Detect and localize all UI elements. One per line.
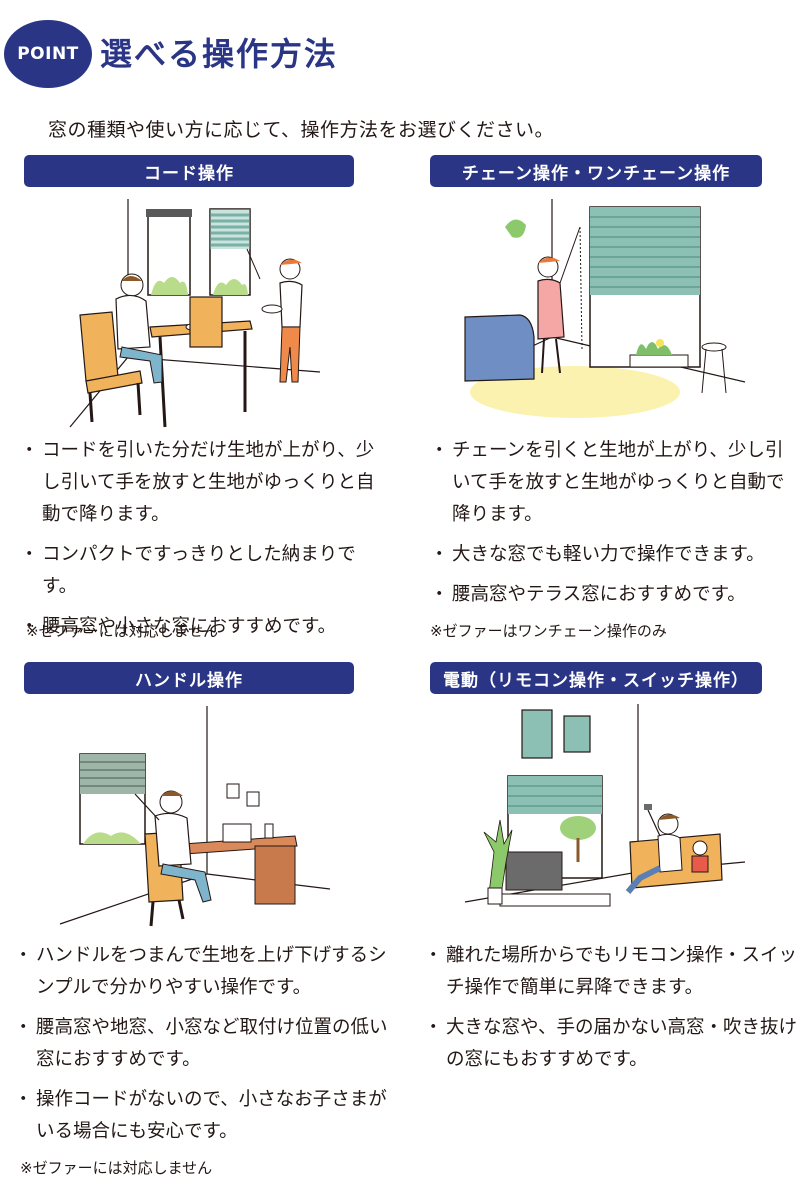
section-header-chain: チェーン操作・ワンチェーン操作 (430, 155, 762, 187)
list-item: 操作コードがないので、小さなお子さまがいる場合にも安心です。 (14, 1084, 390, 1148)
list-item: コンパクトですっきりとした納まりです。 (20, 539, 388, 603)
list-item: 大きな窓でも軽い力で操作できます。 (430, 539, 800, 571)
section-cord: コード操作 (0, 155, 390, 645)
point-badge: POINT (4, 20, 92, 88)
chain-note: ※ゼファーはワンチェーン操作のみ (430, 622, 667, 640)
page-header: POINT 選べる操作方法 (0, 0, 800, 110)
cord-note: ※ゼファーには対応しません (26, 622, 219, 640)
page-title: 選べる操作方法 (100, 35, 339, 73)
chain-operation-illustration (464, 199, 746, 418)
intro-text: 窓の種類や使い方に応じて、操作方法をお選びください。 (48, 119, 555, 141)
handle-bullet-list: ハンドルをつまんで生地を上げ下げするシンプルで分かりやすい操作です。 腰高窓や地… (14, 940, 390, 1156)
section-header-electric: 電動（リモコン操作・スイッチ操作） (430, 662, 762, 694)
list-item: チェーンを引くと生地が上がり、少し引いて手を放すと生地がゆっくりと自動で降ります… (430, 435, 800, 531)
list-item: 腰高窓や地窓、小窓など取付け位置の低い窓におすすめです。 (14, 1012, 390, 1076)
section-chain: チェーン操作・ワンチェーン操作 チェー (410, 155, 800, 645)
list-item: 腰高窓や小さな窓におすすめです。 (20, 611, 388, 643)
list-item: 離れた場所からでもリモコン操作・スイッチ操作で簡単に昇降できます。 (424, 940, 800, 1004)
cord-operation-illustration (69, 199, 321, 428)
list-item: コードを引いた分だけ生地が上がり、少し引いて手を放すと生地がゆっくりと自動で降り… (20, 435, 388, 531)
chain-bullet-list: チェーンを引くと生地が上がり、少し引いて手を放すと生地がゆっくりと自動で降ります… (430, 435, 800, 619)
electric-operation-illustration (464, 704, 746, 907)
cord-bullet-list: コードを引いた分だけ生地が上がり、少し引いて手を放すと生地がゆっくりと自動で降り… (20, 435, 388, 651)
section-electric: 電動（リモコン操作・スイッチ操作） 離れた場所 (410, 662, 800, 1102)
list-item: 腰高窓やテラス窓におすすめです。 (430, 579, 800, 611)
handle-operation-illustration (59, 706, 331, 927)
section-header-cord: コード操作 (24, 155, 354, 187)
list-item: 大きな窓や、手の届かない高窓・吹き抜けの窓にもおすすめです。 (424, 1012, 800, 1076)
electric-bullet-list: 離れた場所からでもリモコン操作・スイッチ操作で簡単に昇降できます。 大きな窓や、… (424, 940, 800, 1084)
list-item: ハンドルをつまんで生地を上げ下げするシンプルで分かりやすい操作です。 (14, 940, 390, 1004)
handle-note: ※ゼファーには対応しません (20, 1159, 213, 1177)
section-handle: ハンドル操作 ハンドルをつまんで生地を上げ下げするシンプルで分かりやすい操作 (0, 662, 390, 1182)
section-header-handle: ハンドル操作 (24, 662, 354, 694)
